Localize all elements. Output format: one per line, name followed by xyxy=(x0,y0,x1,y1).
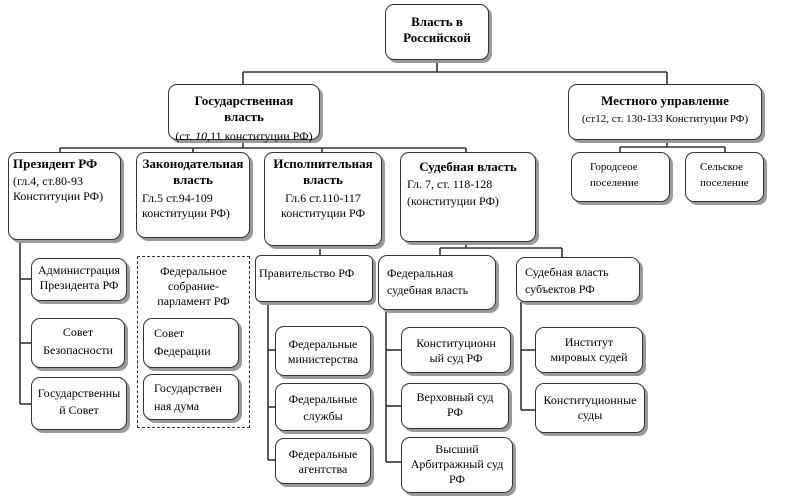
federal-agencies-line1: Федеральные xyxy=(288,447,358,461)
supreme-court-line2: РФ xyxy=(447,405,463,419)
state-power-title: Государственная власть xyxy=(194,93,294,125)
executive-ref-line2: конституции РФ xyxy=(281,205,365,220)
government-label: Правительство РФ xyxy=(259,266,355,280)
president-node: Президент РФ (гл.4, ст.80-93 Конституции… xyxy=(8,152,121,240)
federal-ministries-line1: Федеральные xyxy=(288,337,358,351)
executive-power-node: Исполнительная власть Гл.6 ст.110-117 ко… xyxy=(264,152,382,246)
executive-title-line1: Исполнительная xyxy=(273,156,373,171)
federal-ministries-line2: министерства xyxy=(287,352,359,366)
constitutional-court-node: Конституционн ый суд РФ xyxy=(401,327,511,373)
state-power-node: Государственная власть (ст. 10,11 консти… xyxy=(168,84,320,143)
judicial-title: Судебная власть xyxy=(419,159,517,174)
legislative-title-line1: Законодательная xyxy=(142,156,244,171)
supreme-court-line1: Верховный суд xyxy=(416,390,494,404)
magistrates-node: Институт мировых судей xyxy=(535,327,643,373)
legislative-ref-line1: Гл.5 ст.94-109 xyxy=(142,190,213,205)
state-duma-line2: ная дума xyxy=(154,399,200,413)
executive-ref-line1: Гл.6 ст.110-117 xyxy=(285,190,361,205)
state-power-ref-italic: 10 xyxy=(195,128,208,143)
legislative-title-line2: власть xyxy=(173,172,213,188)
urban-settlement-line2: поселение xyxy=(590,176,639,189)
arbitration-court-line2: Арбитражный суд xyxy=(410,457,504,471)
presidential-administration-line2: Президента РФ xyxy=(39,278,119,292)
subject-judiciary-node: Судебная власть субъектов РФ xyxy=(516,257,640,302)
arbitration-court-node: Высший Арбитражный суд РФ xyxy=(401,437,513,493)
federal-assembly-line1: Федеральное xyxy=(160,264,227,278)
security-council-node: Совет Безопасности xyxy=(31,318,125,368)
federal-assembly-line2: собрание- xyxy=(168,279,219,293)
federal-judiciary-line1: Федеральная xyxy=(387,266,454,280)
state-council-node: Государственны й Совет xyxy=(31,377,127,430)
presidential-administration-node: Администрация Президента РФ xyxy=(31,258,127,301)
president-title: Президент РФ xyxy=(13,156,98,171)
state-power-ref-part: ,11 конституции РФ) xyxy=(207,128,313,143)
federal-assembly-label: Федеральное собрание- парламент РФ xyxy=(140,264,247,309)
rural-settlement-line1: Сельское xyxy=(700,161,744,173)
federal-agencies-node: Федеральные агентства xyxy=(275,438,371,484)
federal-assembly-line3: парламент РФ xyxy=(157,294,230,308)
root-title-line1: Власть в xyxy=(411,14,463,29)
state-power-ref: (ст. 10,11 конституции РФ) xyxy=(175,129,313,144)
magistrates-line2: мировых судей xyxy=(550,350,628,364)
federal-judiciary-node: Федеральная судебная власть xyxy=(378,255,496,310)
state-duma-line1: Государствен xyxy=(154,381,222,395)
local-government-ref: (ст12, ст. 130-133 Конституции РФ) xyxy=(581,113,749,126)
legislative-power-node: Законодательная власть Гл.5 ст.94-109 ко… xyxy=(136,152,250,238)
state-power-ref-part: (ст. xyxy=(175,128,196,143)
federation-council-line1: Совет xyxy=(154,326,185,340)
federal-services-node: Федеральные службы xyxy=(275,383,371,431)
root-node: Власть в Российской xyxy=(385,4,489,60)
legislative-ref-line2: конституции РФ) xyxy=(142,205,230,220)
subject-judiciary-line2: субъектов РФ xyxy=(525,282,595,296)
constitutional-courts-line1: Конституционные xyxy=(543,393,637,407)
state-council-line1: Государственны xyxy=(37,386,121,400)
judicial-ref-line2: (конституции РФ) xyxy=(407,194,499,209)
constitutional-courts-node: Конституционные суды xyxy=(535,383,645,433)
federation-council-node: Совет Федерации xyxy=(143,318,239,368)
federal-agencies-line2: агентства xyxy=(298,462,348,476)
security-council-line2: Безопасности xyxy=(43,343,113,357)
constitutional-courts-line2: суды xyxy=(577,408,603,422)
local-government-node: Местного управление (ст12, ст. 130-133 К… xyxy=(568,84,762,140)
subject-judiciary-line1: Судебная власть xyxy=(525,265,609,279)
federation-council-line2: Федерации xyxy=(154,344,211,358)
urban-settlement-line1: Городсеое xyxy=(590,161,638,173)
judicial-power-node: Судебная власть Гл. 7, ст. 118-128 (конс… xyxy=(400,152,536,242)
presidential-administration-line1: Администрация xyxy=(37,263,121,277)
federal-services-line2: службы xyxy=(303,409,343,423)
magistrates-line1: Институт xyxy=(564,335,614,349)
constitutional-court-line2: ый суд РФ xyxy=(429,351,483,365)
urban-settlement-node: Городсеое поселение xyxy=(571,152,670,202)
constitutional-court-line1: Конституционн xyxy=(416,336,496,350)
state-council-line2: й Совет xyxy=(59,403,99,417)
president-ref-line1: (гл.4, ст.80-93 xyxy=(13,174,83,189)
local-government-title: Местного управление xyxy=(601,93,729,108)
supreme-court-node: Верховный суд РФ xyxy=(401,383,509,429)
government-node: Правительство РФ xyxy=(255,255,373,302)
federal-judiciary-line2: судебная власть xyxy=(387,283,469,297)
arbitration-court-line3: РФ xyxy=(449,472,465,486)
rural-settlement-node: Сельское поселение xyxy=(685,152,764,202)
security-council-line1: Совет xyxy=(62,325,94,339)
arbitration-court-line1: Высший xyxy=(435,442,479,456)
rural-settlement-line2: поселение xyxy=(700,176,749,189)
root-title-line2: Российской xyxy=(403,30,471,46)
federal-ministries-node: Федеральные министерства xyxy=(275,326,371,376)
president-ref-line2: Конституции РФ) xyxy=(13,189,104,204)
state-duma-node: Государствен ная дума xyxy=(143,374,239,420)
federal-assembly-group xyxy=(137,256,250,428)
federal-services-line1: Федеральные xyxy=(288,392,358,406)
executive-title-line2: власть xyxy=(303,172,343,188)
judicial-ref-line1: Гл. 7, ст. 118-128 xyxy=(407,177,493,192)
